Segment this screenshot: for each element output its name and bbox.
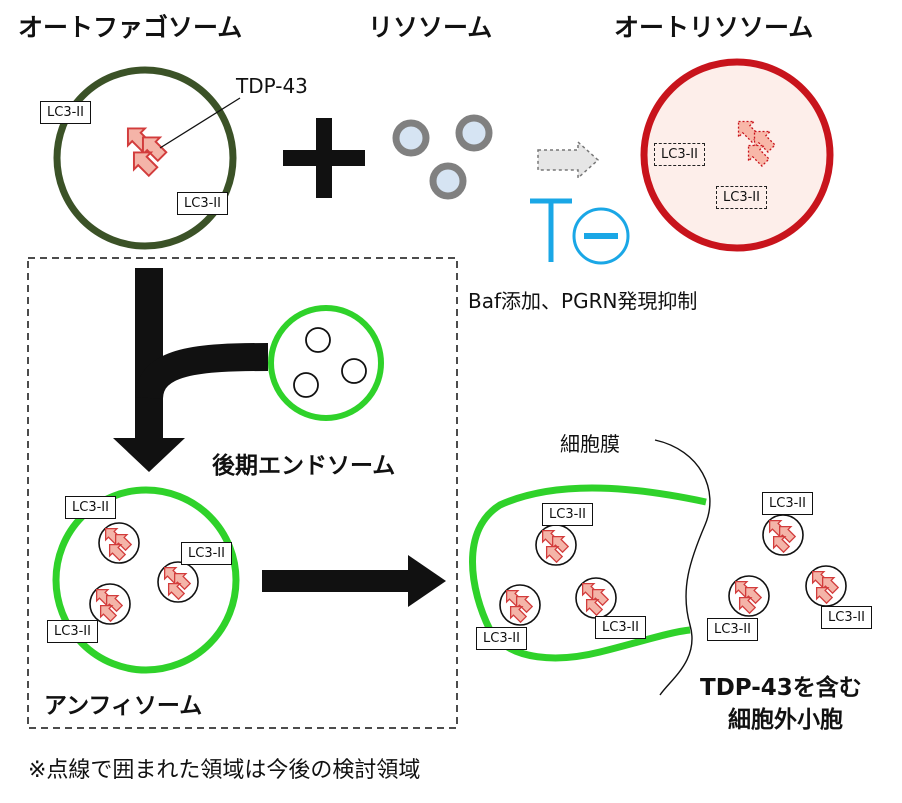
lc3-label: LC3-II bbox=[177, 192, 228, 215]
late-endosome bbox=[268, 305, 384, 421]
mvb-membrane bbox=[469, 484, 707, 662]
ev-label-line1: TDP-43を含む bbox=[700, 675, 862, 701]
lc3-label: LC3-II bbox=[65, 496, 116, 519]
amphisome-label: アンフィソーム bbox=[44, 693, 203, 719]
ev-label-line2: 細胞外小胞 bbox=[728, 707, 843, 733]
inhibition-label: Baf添加、PGRN発現抑制 bbox=[468, 289, 698, 313]
tdp43-aggregate-icon bbox=[119, 120, 170, 180]
footnote: ※点線で囲まれた領域は今後の検討領域 bbox=[28, 758, 421, 783]
lc3-label: LC3-II bbox=[595, 616, 646, 639]
future-study-region bbox=[27, 257, 458, 729]
amphisome-membrane bbox=[52, 486, 240, 674]
tdp43-label: TDP-43 bbox=[236, 74, 308, 98]
lc3-label: LC3-II bbox=[47, 620, 98, 643]
lc3-label: LC3-II bbox=[821, 606, 872, 629]
amphisome-vesicles bbox=[89, 522, 199, 625]
lc3-label-dashed: LC3-II bbox=[654, 143, 705, 166]
autolysosome-membrane bbox=[640, 58, 834, 252]
lc3-label: LC3-II bbox=[40, 101, 91, 124]
lc3-label: LC3-II bbox=[542, 503, 593, 526]
tdp43-pointer-line bbox=[159, 97, 241, 149]
title-autolysosome: オートリソソーム bbox=[614, 13, 814, 42]
pathway-arrow-down bbox=[135, 268, 163, 438]
autophagosome-membrane bbox=[53, 66, 237, 250]
lc3-label: LC3-II bbox=[707, 618, 758, 641]
lc3-label-dashed: LC3-II bbox=[716, 186, 767, 209]
cell-membrane-line bbox=[654, 439, 711, 696]
title-lysosome: リソソーム bbox=[368, 13, 493, 42]
title-autophagosome: オートファゴソーム bbox=[18, 13, 243, 42]
extracellular-vesicles bbox=[728, 514, 847, 617]
cell-membrane-label: 細胞膜 bbox=[560, 432, 620, 456]
lc3-label: LC3-II bbox=[762, 492, 813, 515]
lysosome-vesicles-icon bbox=[392, 114, 493, 200]
secretion-arrow bbox=[262, 570, 410, 592]
fusion-arrow-icon bbox=[537, 140, 600, 180]
lc3-label: LC3-II bbox=[181, 542, 232, 565]
merge-curve bbox=[135, 343, 269, 400]
lc3-label: LC3-II bbox=[476, 627, 527, 650]
late-endosome-label: 後期エンドソーム bbox=[212, 453, 396, 479]
inhibition-icon bbox=[530, 198, 630, 265]
mvb-vesicles bbox=[499, 524, 617, 626]
